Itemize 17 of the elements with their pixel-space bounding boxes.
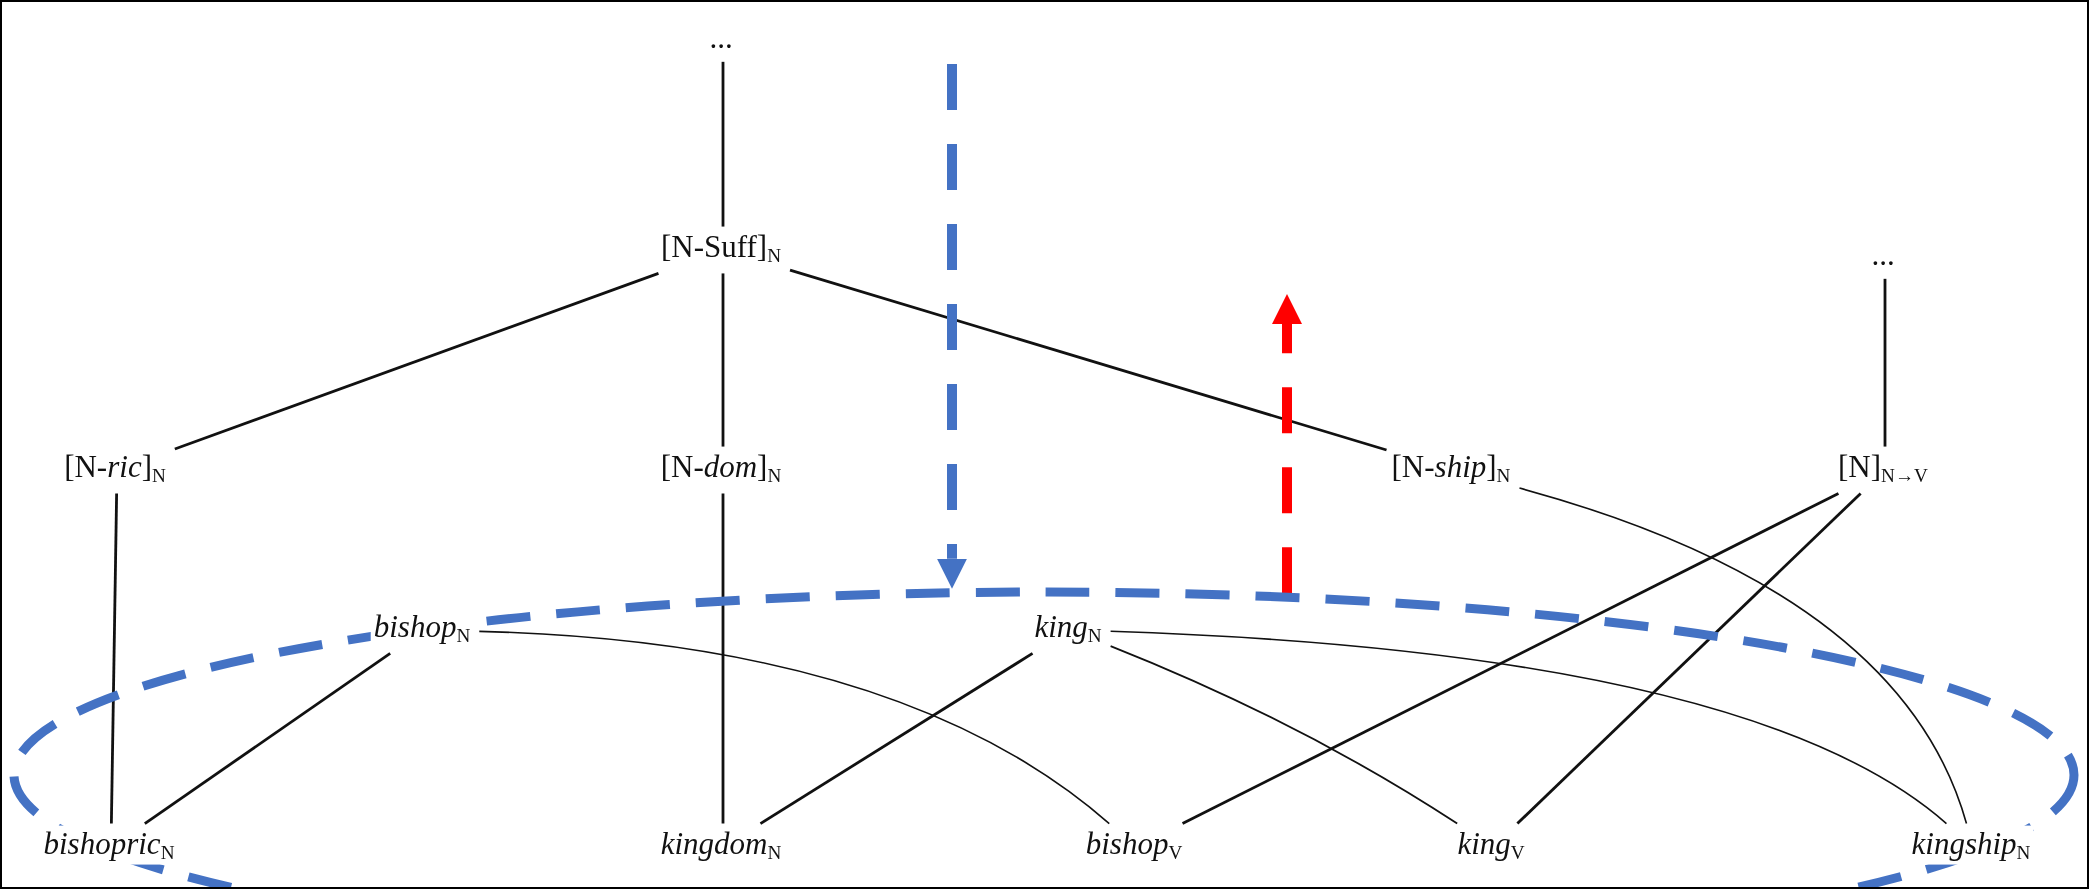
- connector-line: [144, 652, 391, 825]
- connector-line: [1109, 630, 1948, 825]
- connector-line: [478, 630, 1111, 825]
- connector-line: [174, 272, 659, 451]
- connector-line: [1109, 645, 1459, 825]
- connector-line: [721, 493, 725, 824]
- connector-line: [721, 273, 725, 447]
- connector-line: [109, 493, 119, 824]
- connector-line: [1181, 492, 1840, 825]
- connector-line: [1516, 492, 1862, 825]
- connector-line: [721, 61, 725, 227]
- connector-line: [789, 268, 1387, 452]
- dashed-arrow: [1272, 294, 1302, 594]
- dashed-arrow: [937, 64, 967, 589]
- connector-line: [1518, 487, 1968, 825]
- connector-line: [1883, 278, 1887, 447]
- connector-line: [759, 652, 1034, 825]
